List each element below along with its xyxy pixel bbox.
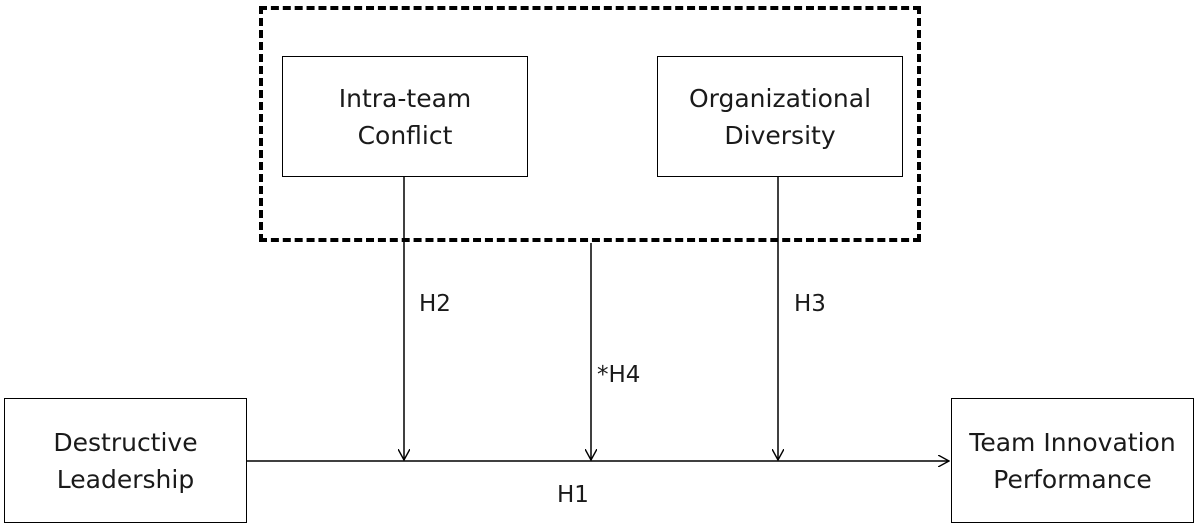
intra-team-conflict-label-line1: Intra-team bbox=[338, 83, 472, 113]
organizational-diversity-label-line1: Organizational bbox=[688, 83, 872, 113]
team-innovation-performance-box: Team Innovation Performance bbox=[951, 398, 1194, 523]
organizational-diversity-box: Organizational Diversity bbox=[657, 56, 903, 177]
team-innovation-performance-label-line1: Team Innovation bbox=[969, 427, 1176, 457]
organizational-diversity-label-line2: Diversity bbox=[724, 120, 836, 150]
team-innovation-performance-label-line2: Performance bbox=[993, 464, 1152, 494]
destructive-leadership-label-line2: Leadership bbox=[56, 464, 195, 494]
intra-team-conflict-box: Intra-team Conflict bbox=[282, 56, 528, 177]
hypothesis-h2-label: H2 bbox=[419, 291, 451, 317]
moderator-group-frame bbox=[259, 6, 921, 242]
destructive-leadership-label-line1: Destructive bbox=[53, 427, 198, 457]
hypothesis-h1-label: H1 bbox=[557, 482, 589, 508]
hypothesis-h3-label: H3 bbox=[794, 291, 826, 317]
hypothesis-h4-label: *H4 bbox=[597, 362, 641, 388]
destructive-leadership-box: Destructive Leadership bbox=[4, 398, 247, 523]
intra-team-conflict-label-line2: Conflict bbox=[357, 120, 453, 150]
